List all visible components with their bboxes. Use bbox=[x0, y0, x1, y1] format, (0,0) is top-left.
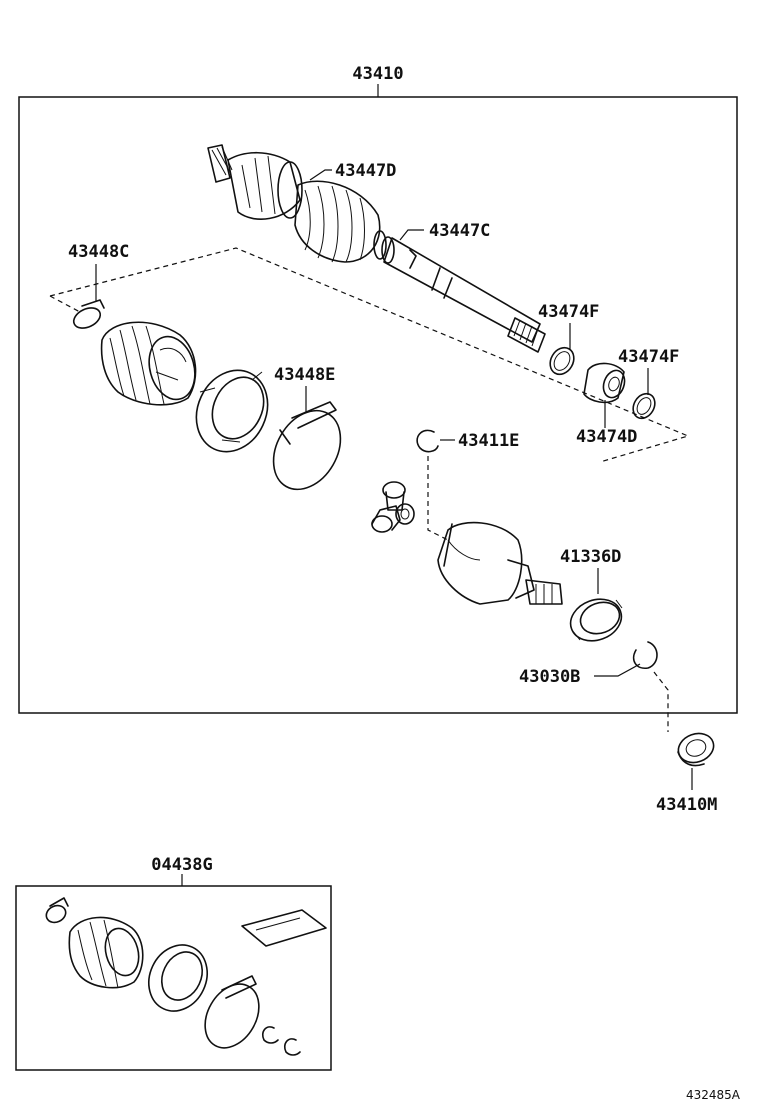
drive-shaft-drawing bbox=[207, 144, 546, 353]
ring-43474F-b bbox=[632, 392, 656, 420]
clamp-band-43448E bbox=[272, 401, 342, 491]
label-43474F-b[interactable]: 43474F bbox=[618, 347, 679, 367]
reference-code: 432485A bbox=[686, 1088, 741, 1102]
label-43447C[interactable]: 43447C bbox=[429, 221, 490, 241]
label-43030B[interactable]: 43030B bbox=[519, 667, 580, 687]
boot-kit-dashed-outline bbox=[49, 247, 690, 463]
ring-43474F-a bbox=[549, 346, 575, 376]
assembly-label[interactable]: 43410 bbox=[352, 64, 403, 84]
label-43474F-a[interactable]: 43474F bbox=[538, 302, 599, 322]
tripod-joint bbox=[371, 481, 415, 533]
assembly-frame bbox=[18, 96, 738, 714]
kit-contents bbox=[45, 897, 327, 1056]
label-43474D[interactable]: 43474D bbox=[576, 427, 637, 447]
label-43447D[interactable]: 43447D bbox=[335, 161, 396, 181]
inboard-joint-housing bbox=[437, 521, 563, 605]
label-43448E[interactable]: 43448E bbox=[274, 365, 335, 385]
kit-label[interactable]: 04438G bbox=[151, 855, 212, 875]
label-43448C[interactable]: 43448C bbox=[68, 242, 129, 262]
oil-seal-41336D bbox=[569, 598, 623, 642]
boot-ring bbox=[195, 369, 269, 453]
damper-43474D bbox=[583, 362, 626, 404]
snap-ring-43030B bbox=[632, 641, 658, 670]
label-41336D[interactable]: 41336D bbox=[560, 547, 621, 567]
label-43410M[interactable]: 43410M bbox=[656, 795, 717, 815]
snap-ring-43411E bbox=[416, 429, 439, 453]
kit-frame bbox=[15, 885, 332, 1071]
inner-boot bbox=[100, 321, 197, 406]
bearing-43410M bbox=[677, 732, 715, 767]
label-43411E[interactable]: 43411E bbox=[458, 431, 519, 451]
clamp-43448C bbox=[72, 299, 105, 329]
